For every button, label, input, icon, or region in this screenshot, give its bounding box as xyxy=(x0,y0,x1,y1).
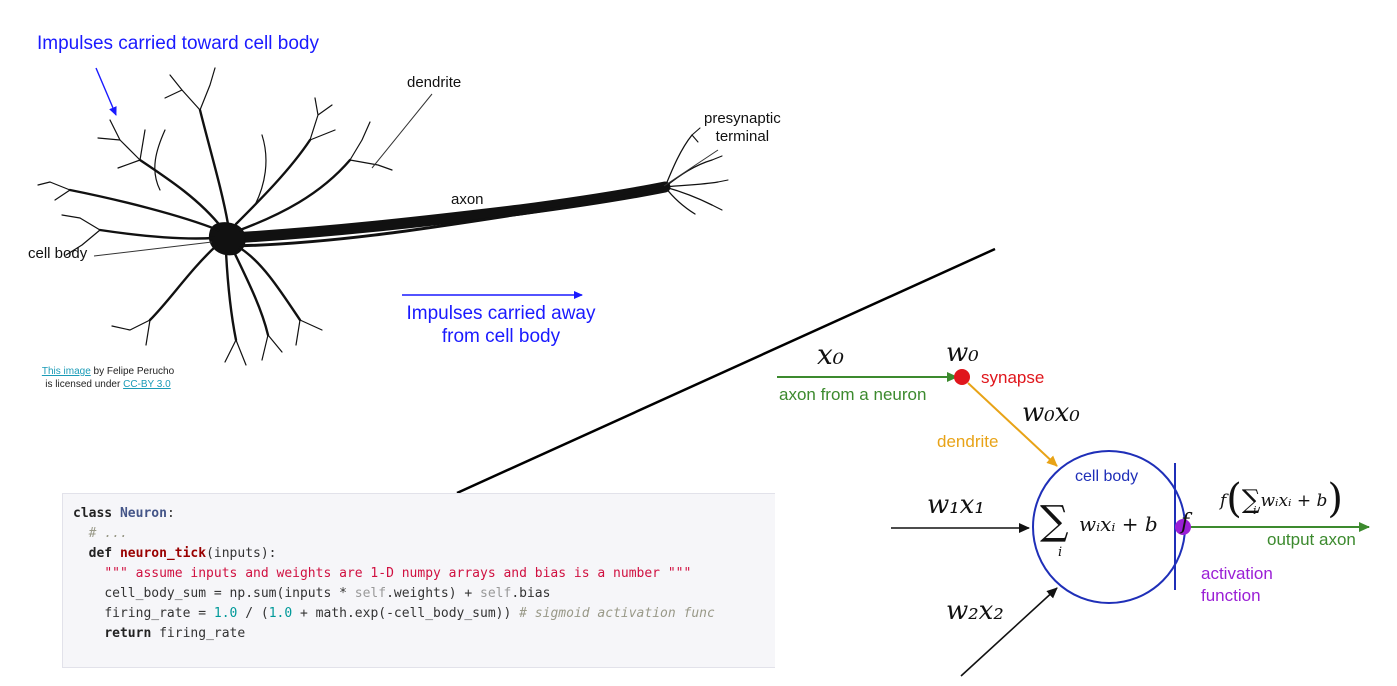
x0-label: x₀ xyxy=(817,338,845,371)
sum-symbol: ∑ xyxy=(1040,498,1069,544)
code-line6-a: firing_rate = xyxy=(104,606,214,621)
credit-image-link[interactable]: This image xyxy=(41,366,91,377)
cell-body-leader-line xyxy=(93,241,213,257)
code-self-2: self xyxy=(480,586,512,601)
activation-line1: activation xyxy=(1201,564,1273,583)
connector-line xyxy=(456,247,996,495)
sum-expression: wᵢxᵢ + b xyxy=(1079,512,1158,536)
code-comment-ellipsis: # ... xyxy=(88,526,128,541)
synapse-dot xyxy=(954,369,970,385)
dendrite-arrow xyxy=(967,382,1058,467)
presynaptic-leader-line xyxy=(663,149,719,187)
code-line5-c: .bias xyxy=(511,586,551,601)
code-line6-c: + math.exp(-cell_body_sum)) xyxy=(292,606,520,621)
code-keyword-return: return xyxy=(104,626,152,641)
output-sum-body: wᵢxᵢ + b xyxy=(1260,491,1328,511)
code-line5-a: cell_body_sum = np.sum(inputs * xyxy=(104,586,355,601)
dendrite-model-label: dendrite xyxy=(937,432,999,451)
sum-index: i xyxy=(1058,545,1063,560)
credit-line1: This image by Felipe Perucho xyxy=(28,365,188,378)
f-symbol: f xyxy=(1181,510,1190,535)
w0x0-label: w₀x₀ xyxy=(1022,398,1080,428)
arrow-toward-cell-body xyxy=(95,67,117,116)
code-self-1: self xyxy=(354,586,387,601)
activation-dot xyxy=(1175,519,1191,535)
code-return-value: firing_rate xyxy=(151,626,246,641)
dendrite-label: dendrite xyxy=(407,74,462,91)
output-sum-symbol: ∑ xyxy=(1241,485,1261,515)
code-keyword-def: def xyxy=(88,546,113,561)
w2x2-label: w₂x₂ xyxy=(946,596,1004,626)
code-block: class Neuron: # ... def neuron_tick(inpu… xyxy=(63,494,775,644)
dendrite-leader-line xyxy=(371,93,433,169)
credit-license-text: is licensed under xyxy=(45,379,124,390)
code-function-name: neuron_tick xyxy=(119,546,207,561)
code-class-name: Neuron xyxy=(119,506,167,521)
code-num-1: 1.0 xyxy=(213,606,238,621)
axon-label: axon xyxy=(451,191,484,208)
cell-body-model-label: cell body xyxy=(1075,468,1139,485)
activation-line2: function xyxy=(1201,586,1261,605)
output-expression: f(∑wᵢxᵢ + b) xyxy=(1220,476,1343,522)
neuron-illustration xyxy=(37,67,729,366)
w2x2-arrow xyxy=(960,587,1058,677)
code-colon: : xyxy=(166,506,175,521)
impulses-away-label: Impulses carried away from cell body xyxy=(381,302,621,348)
presynaptic-line2: terminal xyxy=(715,128,770,145)
synapse-label: synapse xyxy=(981,368,1045,387)
output-axon-label: output axon xyxy=(1267,530,1356,549)
code-snippet: class Neuron: # ... def neuron_tick(inpu… xyxy=(62,493,775,668)
presynaptic-line1: presynaptic xyxy=(704,110,781,127)
impulses-away-line1: Impulses carried away xyxy=(406,303,596,324)
math-model xyxy=(777,369,1370,677)
code-line6-b: / ( xyxy=(237,606,269,621)
credit-line2: is licensed under CC-BY 3.0 xyxy=(28,378,188,391)
impulses-away-line2: from cell body xyxy=(441,326,561,347)
impulses-toward-label: Impulses carried toward cell body xyxy=(37,33,319,54)
output-f: f xyxy=(1220,491,1227,511)
code-keyword-class: class xyxy=(73,506,113,521)
credit-license-link[interactable]: CC-BY 3.0 xyxy=(123,379,171,390)
presynaptic-terminal-label: presynaptic terminal xyxy=(704,110,781,146)
image-credit: This image by Felipe Perucho is licensed… xyxy=(28,365,188,391)
cell-body-label: cell body xyxy=(28,245,88,262)
w0-label: w₀ xyxy=(946,338,979,368)
code-line5-b: .weights) + xyxy=(386,586,480,601)
code-num-2: 1.0 xyxy=(268,606,293,621)
axon-from-neuron-label: axon from a neuron xyxy=(779,385,927,404)
output-sum-index: i xyxy=(1253,504,1257,517)
credit-author: by Felipe Perucho xyxy=(90,366,175,377)
code-function-args: (inputs): xyxy=(206,546,277,561)
w1x1-label: w₁x₁ xyxy=(927,490,985,520)
code-docstring: """ assume inputs and weights are 1-D nu… xyxy=(104,566,692,581)
activation-function-label: activation function xyxy=(1201,563,1273,607)
code-sigmoid-comment: # sigmoid activation func xyxy=(519,606,715,621)
